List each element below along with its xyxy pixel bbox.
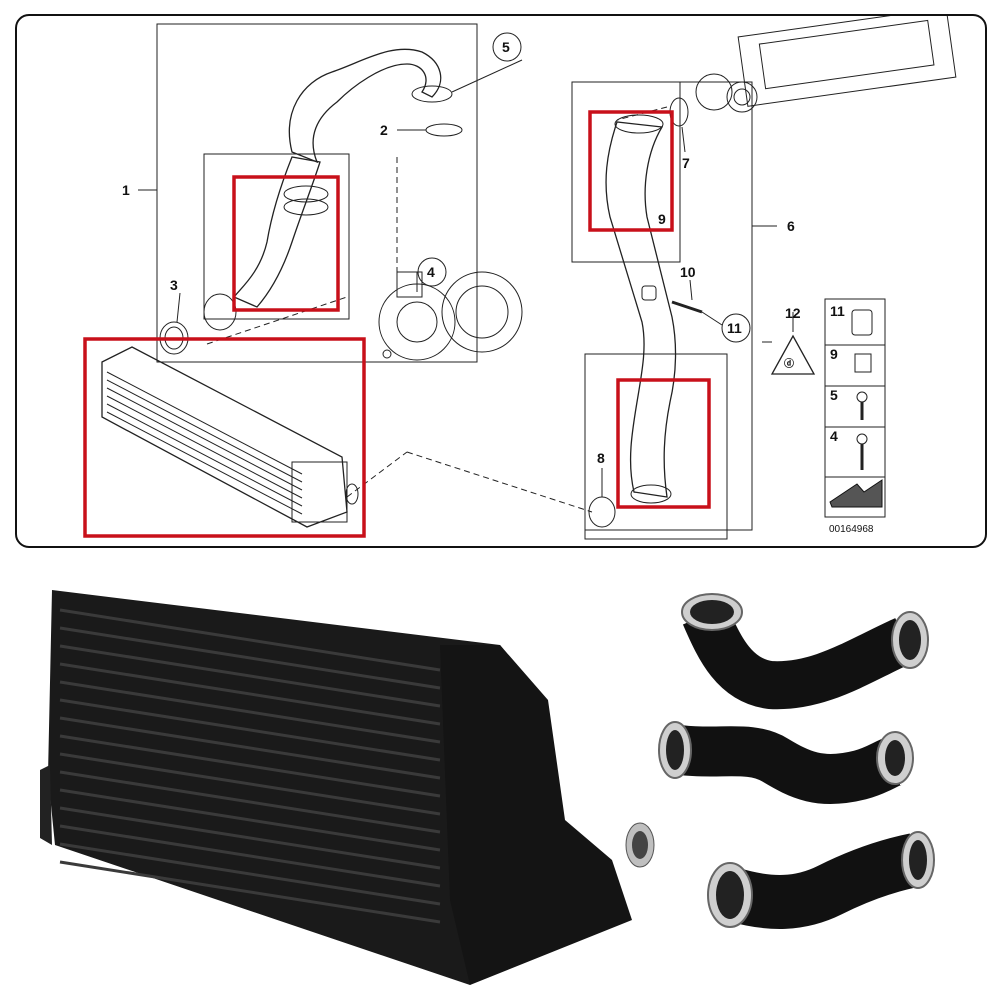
hose-middle	[658, 721, 914, 804]
turbo-outlet	[396, 271, 423, 298]
callout-1: 1	[122, 182, 130, 198]
callout-circle-11	[721, 313, 751, 343]
engine-drawing	[695, 16, 957, 113]
seal-8	[588, 496, 616, 528]
callout-11: 11	[727, 320, 742, 336]
hose-top	[681, 593, 929, 710]
callout-10: 10	[680, 264, 696, 280]
document-id: 00164968	[829, 524, 874, 535]
legend-row-11: 11	[830, 303, 845, 319]
group-frame-6a	[571, 81, 681, 263]
group-frame-1	[156, 23, 478, 363]
highlight-pipe-6-bottom	[616, 378, 711, 509]
callout-7: 7	[682, 155, 690, 171]
pipe-6-top-end	[614, 114, 664, 134]
bolt-head-icon	[856, 391, 868, 403]
group-frame-6b	[584, 353, 728, 540]
legend-row-9: 9	[830, 346, 838, 362]
highlight-pipe-6-top	[588, 110, 674, 232]
arrow-icon	[829, 479, 883, 508]
callout-12: 12	[785, 305, 801, 321]
svg-text:ⓓ: ⓓ	[784, 357, 794, 370]
turbo-housing	[441, 271, 523, 353]
pipe-6-bottom-end	[630, 484, 672, 504]
parts-diagram-panel: ⓓ	[15, 14, 987, 548]
legend-row-4: 4	[830, 428, 838, 444]
turbo-compressor-inner	[396, 301, 438, 343]
sensor-10-body	[641, 285, 657, 301]
flange	[203, 293, 237, 331]
callout-4: 4	[427, 264, 435, 280]
pipe-1-ring2	[283, 198, 329, 216]
screw-head-icon	[856, 433, 868, 445]
highlight-pipe-1	[232, 175, 340, 312]
seal-5	[411, 85, 453, 103]
parts-diagram: ⓓ	[83, 16, 957, 540]
warning-triangle-icon	[770, 334, 816, 375]
intercooler-drawing	[101, 346, 359, 528]
turbo-inner	[455, 285, 509, 339]
group-frame-1b	[203, 153, 350, 320]
legend-row-5: 5	[830, 387, 838, 403]
turbo-bolt	[382, 349, 392, 359]
pipe-6	[605, 121, 677, 498]
callout-8: 8	[597, 450, 605, 466]
clip-icon	[851, 309, 873, 336]
nut-icon	[854, 353, 872, 373]
callout-circle-4	[417, 257, 447, 287]
callout-5: 5	[502, 39, 510, 55]
pipe-1-ring	[283, 185, 329, 203]
upper-pipe	[288, 48, 442, 164]
parts-legend	[824, 298, 886, 518]
sensor-10	[671, 300, 703, 314]
callout-9: 9	[658, 211, 666, 227]
intercooler-product	[40, 590, 655, 985]
highlight-intercooler	[83, 337, 366, 538]
pipe-1-lower	[232, 156, 321, 308]
product-photo	[40, 590, 935, 985]
callout-circle-5	[492, 32, 522, 62]
callout-6: 6	[787, 218, 795, 234]
group-frame-6	[572, 81, 753, 531]
hose-bottom	[707, 831, 935, 929]
seal-2	[425, 123, 463, 137]
callout-2: 2	[380, 122, 388, 138]
callout-3: 3	[170, 277, 178, 293]
